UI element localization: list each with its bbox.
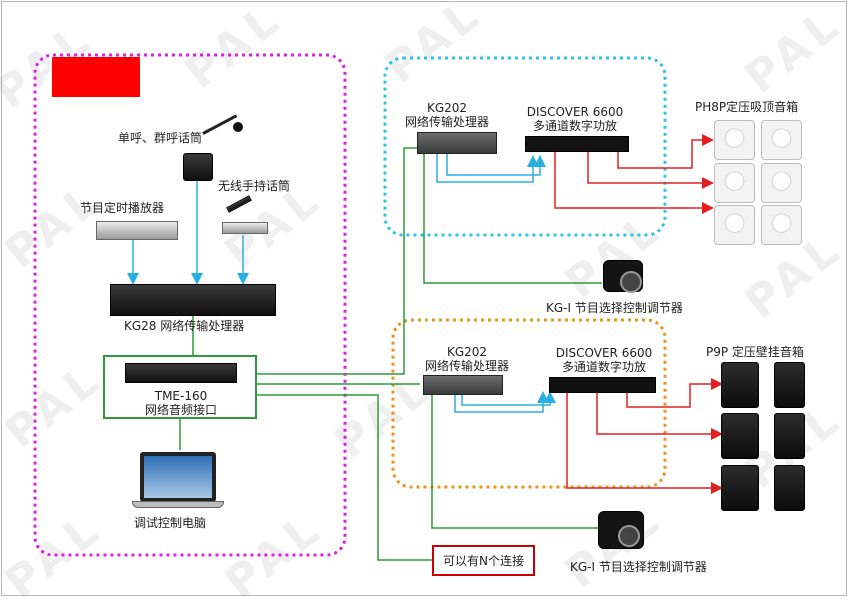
audio-link (454, 391, 549, 413)
speaker-link (587, 150, 714, 189)
wall-speaker (721, 362, 759, 408)
timer-player-label: 节目定时播放器 (80, 201, 165, 215)
network-link (256, 147, 420, 375)
audio-link (461, 391, 556, 406)
kgi-bottom-label: KG-I 节目选择控制调节器 (570, 560, 707, 574)
zone-area-wall (391, 318, 667, 489)
kg28-device (110, 284, 276, 316)
amp-top-device (525, 136, 629, 152)
desk-mic-base (183, 153, 213, 181)
n-connections-note: 可以有N个连接 (432, 545, 535, 576)
mic-head (233, 122, 243, 132)
kg202-bottom-device (423, 375, 503, 395)
knob-icon (618, 525, 640, 547)
ceiling-speaker (761, 205, 802, 245)
kgi-top-label: KG-I 节目选择控制调节器 (546, 301, 683, 315)
zone-control-room (33, 53, 347, 557)
diagram-frame (1, 1, 847, 596)
audio-link (446, 150, 546, 176)
network-link (423, 150, 602, 284)
network-link (256, 394, 432, 561)
wall-speaker (721, 465, 759, 511)
kgi-top-device (603, 260, 643, 293)
kg202-bottom-model: KG202 (446, 345, 488, 359)
ceiling-speaker (761, 120, 802, 160)
audio-link (436, 150, 539, 183)
tme160-model-label: TME-160 (154, 389, 208, 403)
wall-speakers-label: P9P 定压壁挂音箱 (706, 345, 804, 359)
kg202-top-name: 网络传输处理器 (404, 115, 490, 129)
ceiling-speaker (714, 205, 755, 245)
amp-bottom-name: 多通道数字功放 (561, 360, 647, 374)
laptop-screen (140, 452, 216, 502)
ceiling-speaker (714, 120, 755, 160)
tme160-device (125, 363, 237, 383)
knob-icon (620, 271, 642, 293)
kg28-label: KG28 网络传输处理器 (124, 319, 245, 333)
amp-bottom-model: DISCOVER 6600 (555, 346, 653, 360)
tme160-name-label: 网络音频接口 (144, 403, 218, 417)
wall-speaker (774, 362, 805, 408)
ceiling-speaker (714, 163, 755, 203)
title-block (52, 57, 140, 97)
wireless-receiver (222, 222, 268, 234)
wall-speaker (774, 413, 805, 459)
speaker-link (596, 392, 723, 440)
ceiling-speakers-label: PH8P定压吸顶音箱 (695, 100, 799, 114)
laptop-base (132, 501, 224, 508)
kg202-top-device (417, 132, 497, 154)
amp-top-model: DISCOVER 6600 (526, 105, 624, 119)
zone-area-ceiling (383, 56, 667, 237)
wireless-mic-label: 无线手持话筒 (218, 179, 291, 193)
kg202-bottom-name: 网络传输处理器 (424, 359, 510, 373)
tme-frame (103, 355, 257, 419)
ceiling-speaker (761, 163, 802, 203)
network-link (431, 388, 600, 529)
pc-label: 调试控制电脑 (134, 516, 207, 530)
speaker-link (626, 378, 723, 408)
timer-player-device (96, 221, 178, 240)
speaker-link (617, 134, 714, 169)
amp-bottom-device (549, 377, 656, 393)
wall-speaker (721, 413, 759, 459)
kgi-bottom-device (598, 511, 644, 549)
amp-top-name: 多通道数字功放 (532, 119, 618, 133)
wall-speaker (774, 465, 805, 511)
speaker-link (566, 392, 723, 494)
speaker-link (554, 150, 714, 214)
kg202-top-model: KG202 (426, 101, 468, 115)
mic-label: 单呼、群呼话筒 (118, 131, 203, 145)
